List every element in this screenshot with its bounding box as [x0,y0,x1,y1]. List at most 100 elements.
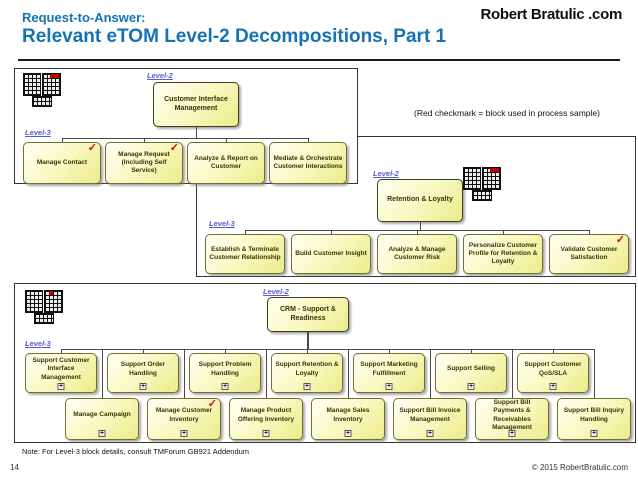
etom-map-highlight [490,168,499,172]
connector-line [266,349,267,398]
expander-icon: + [590,430,598,437]
footnote: Note: For Level-3 block details, consult… [22,447,250,456]
level3-label: Level-3 [25,128,51,137]
block-validate-customer-satisfaction: Validate Customer Satisfaction ✓ [549,234,629,274]
block-support-bill-inquiry-handling: Support Bill Inquiry Handling + [557,398,631,440]
etom-map-grid [472,190,492,201]
expander-icon: + [57,383,65,390]
checkmark-icon: ✓ [207,398,217,410]
etom-map-grid [482,167,501,190]
block-label: Support Selling [446,365,496,373]
block-label: Support Customer QoS/SLA [524,361,582,377]
connector-line [184,349,185,398]
etom-map-grid [42,73,61,96]
level2-label: Level-2 [147,71,173,80]
connector-line [594,349,595,398]
expander-icon: + [508,430,516,437]
logo-text: Robert Bratulic .com [480,6,622,23]
block-label: Manage Contact [36,158,88,166]
block-label: Mediate & Orchestrate Customer Interacti… [273,154,343,170]
connector-line [430,349,431,398]
block-personalize-customer-profile: Personalize Customer Profile for Retenti… [463,234,543,274]
checkmark-icon: ✓ [169,142,179,154]
connector-line [417,230,418,234]
expander-icon: + [262,430,270,437]
connector-line [102,349,103,398]
block-label: Support Bill Payments & Receivables Mana… [492,399,532,431]
block-label: Support Bill Inquiry Handling [563,407,625,423]
etom-map-grid [25,290,43,313]
block-label: Personalize Customer Profile for Retenti… [468,241,538,266]
block-label: Validate Customer Satisfaction [560,245,618,261]
connector-line [348,349,349,398]
etom-map-icon [463,167,505,203]
level3-label: Level-3 [209,219,235,228]
block-label: Establish & Terminate Customer Relations… [209,245,281,261]
connector-line [144,138,145,142]
block-support-customer-interface-management: Support Customer Interface Management + [25,353,97,393]
block-label: Build Customer Insight [295,249,367,257]
level3-label: Level-3 [25,339,51,348]
connector-line [503,230,504,234]
expander-icon: + [426,430,434,437]
etom-map-grid [23,73,41,96]
expander-icon: + [385,383,393,390]
block-customer-interface-management: Customer Interface Management [153,82,239,127]
block-analyze-report-on-customer: Analyze & Report on Customer [187,142,265,184]
connector-line [512,349,513,398]
block-manage-customer-inventory: Manage Customer Inventory ✓ + [147,398,221,440]
etom-map-icon [23,73,65,109]
etom-map-grid [463,167,481,190]
block-support-bill-invoice-management: Support Bill Invoice Management + [393,398,467,440]
block-support-selling: Support Selling + [435,353,507,393]
connector-line [307,332,309,349]
etom-map-grid [32,96,52,107]
block-label: Support Retention & Loyalty [275,361,339,377]
page-number: 14 [10,463,19,472]
connector-line [61,349,62,353]
expander-icon: + [98,430,106,437]
block-label: Manage Product Offering Inventory [237,407,295,423]
connector-line [61,349,594,350]
connector-line [307,349,308,353]
connector-line [62,138,308,139]
block-support-bill-payments-receivables: Support Bill Payments & Receivables Mana… [475,398,549,440]
block-support-marketing-fulfillment: Support Marketing Fulfillment + [353,353,425,393]
block-label: Manage Sales Inventory [326,407,370,423]
page-title: Relevant eTOM Level-2 Decompositions, Pa… [22,26,447,47]
connector-line [553,349,554,353]
block-label: Manage Request (Including Self Service) [118,150,170,175]
block-support-customer-qos-sla: Support Customer QoS/SLA + [517,353,589,393]
connector-line [62,138,63,142]
connector-line [245,230,246,234]
block-label: Support Problem Handling [198,361,252,377]
etom-map-highlight [49,291,53,295]
copyright: © 2015 RobertBratulic.com [531,463,628,472]
diagram-crm-support-and-readiness: Level-2 CRM - Support & Readiness Level-… [14,283,636,443]
block-label: Analyze & Report on Customer [194,154,258,170]
level2-label: Level-2 [263,287,289,296]
block-manage-contact: Manage Contact ✓ [23,142,101,184]
block-manage-product-offering-inventory: Manage Product Offering Inventory + [229,398,303,440]
block-manage-request: Manage Request (Including Self Service) … [105,142,183,184]
block-label: Support Order Handling [120,361,166,377]
diagram-customer-interface-management: Level-2 Customer Interface Management Le… [14,68,358,184]
level2-label: Level-2 [373,169,399,178]
expander-icon: + [344,430,352,437]
block-label: Support Bill Invoice Management [399,407,461,423]
expander-icon: + [467,383,475,390]
block-retention-and-loyalty: Retention & Loyalty [377,179,463,222]
connector-line [389,349,390,353]
connector-line [420,222,421,230]
expander-icon: + [303,383,311,390]
block-establish-terminate-customer-relationship: Establish & Terminate Customer Relations… [205,234,285,274]
connector-line [196,127,197,138]
block-manage-sales-inventory: Manage Sales Inventory + [311,398,385,440]
block-support-retention-loyalty: Support Retention & Loyalty + [271,353,343,393]
block-manage-campaign: Manage Campaign + [65,398,139,440]
block-crm-support-and-readiness: CRM - Support & Readiness [267,297,349,332]
block-build-customer-insight: Build Customer Insight [291,234,371,274]
etom-map-icon [25,290,67,326]
connector-line [331,230,332,234]
